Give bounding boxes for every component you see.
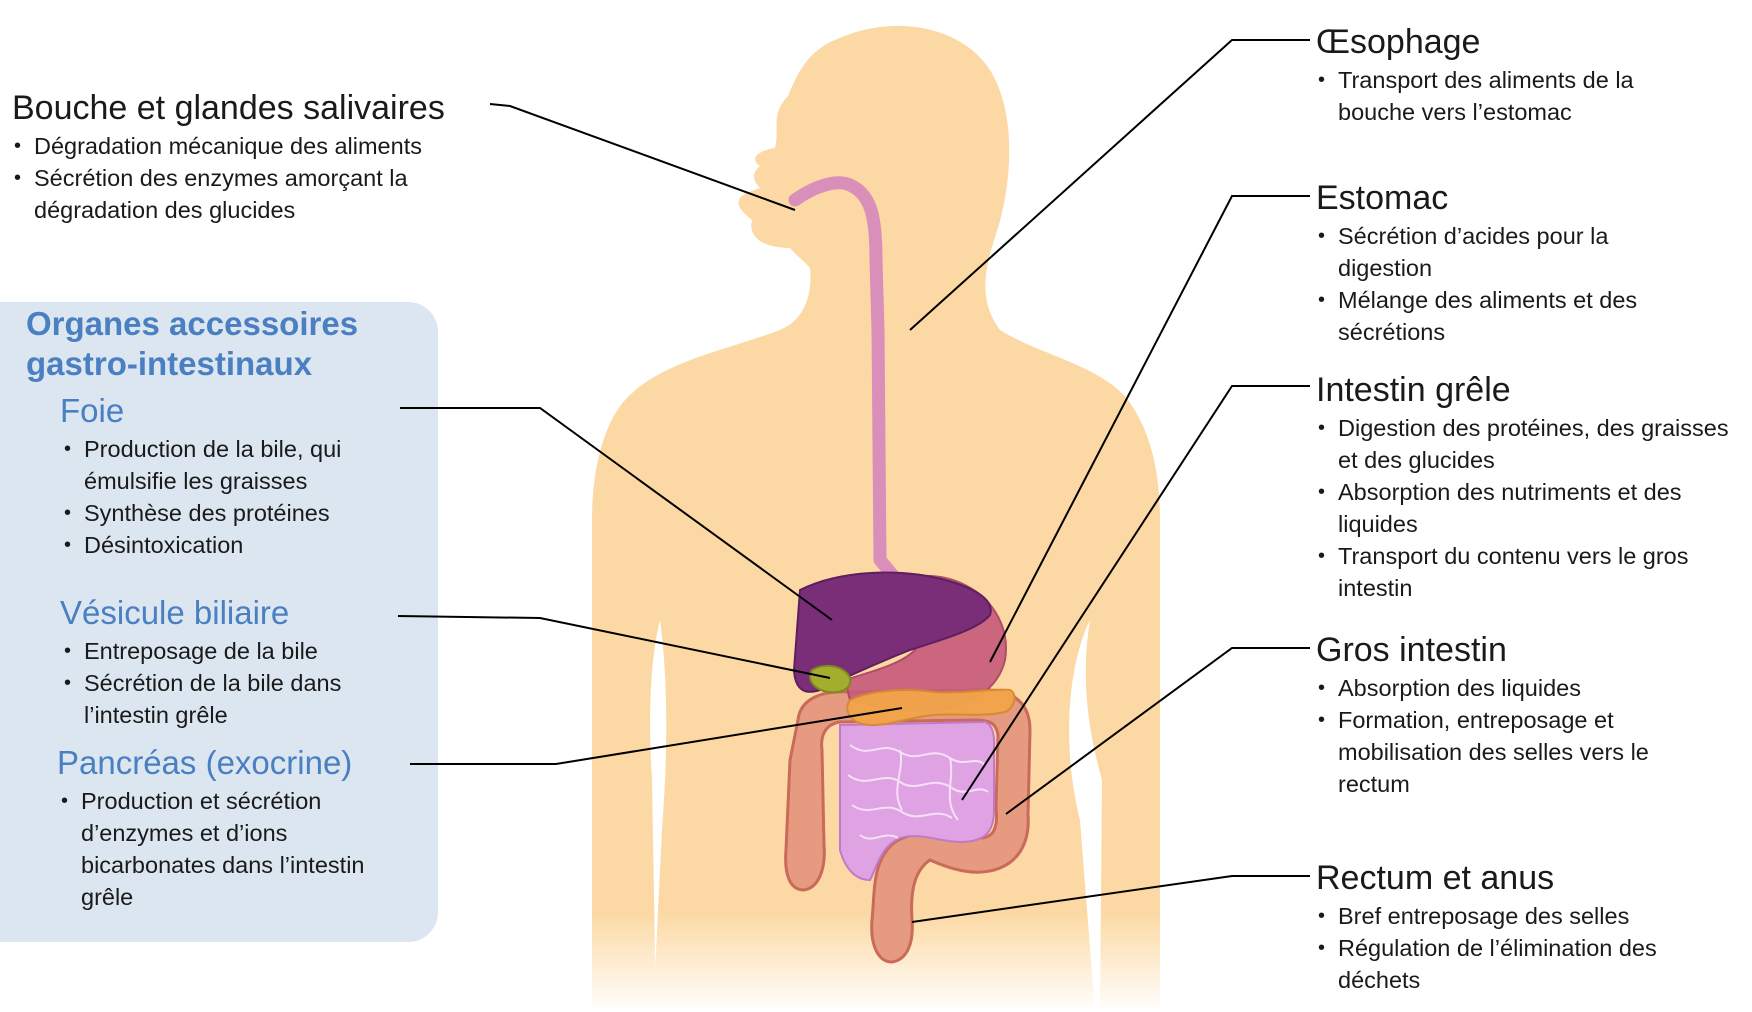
stomach-title: Estomac (1316, 178, 1736, 218)
large-intestine-title: Gros intestin (1316, 630, 1736, 670)
small-intestine-title: Intestin grêle (1316, 370, 1746, 410)
mouth-title: Bouche et glandes salivaires (12, 88, 482, 128)
list-item: Production et sécrétion d’enzymes et d’i… (59, 785, 399, 913)
accessory-heading-text: Organes accessoires gastro-intestinaux (26, 304, 426, 384)
esophagus-title: Œsophage (1316, 22, 1736, 62)
list-item: Sécrétion des enzymes amorçant la dégrad… (12, 162, 482, 226)
liver-bullets: Production de la bile, qui émulsifie les… (62, 433, 392, 561)
gallbladder-title: Vésicule biliaire (60, 593, 352, 633)
list-item: Synthèse des protéines (62, 497, 392, 529)
leader-line-mouth (490, 104, 795, 210)
liver-label-group: Foie Production de la bile, qui émulsifi… (60, 391, 392, 561)
list-item: Régulation de l’élimination des déchets (1316, 932, 1716, 996)
liver-title: Foie (60, 391, 392, 431)
list-item: Formation, entreposage et mobilisation d… (1316, 704, 1706, 800)
large-intestine-label-group: Gros intestin Absorption des liquides Fo… (1316, 630, 1736, 800)
small-intestine-label-group: Intestin grêle Digestion des protéines, … (1316, 370, 1746, 604)
rectum-bullets: Bref entreposage des selles Régulation d… (1316, 900, 1716, 996)
list-item: Digestion des protéines, des graisses et… (1316, 412, 1742, 476)
list-item: Production de la bile, qui émulsifie les… (62, 433, 392, 497)
large-intestine-bullets: Absorption des liquides Formation, entre… (1316, 672, 1706, 800)
pancreas-title: Pancréas (exocrine) (57, 743, 399, 783)
list-item: Sécrétion d’acides pour la digestion (1316, 220, 1696, 284)
small-intestine-bullets: Digestion des protéines, des graisses et… (1316, 412, 1742, 604)
list-item: Sécrétion de la bile dans l’intestin grê… (62, 667, 352, 731)
esophagus-label-group: Œsophage Transport des aliments de la bo… (1316, 22, 1736, 128)
list-item: Transport du contenu vers le gros intest… (1316, 540, 1742, 604)
list-item: Transport des aliments de la bouche vers… (1316, 64, 1696, 128)
list-item: Dégradation mécanique des aliments (12, 130, 482, 162)
list-item: Absorption des liquides (1316, 672, 1706, 704)
list-item: Entreposage de la bile (62, 635, 352, 667)
pancreas-label-group: Pancréas (exocrine) Production et sécrét… (57, 743, 399, 913)
list-item: Mélange des aliments et des sécrétions (1316, 284, 1696, 348)
mouth-bullets: Dégradation mécanique des aliments Sécré… (12, 130, 482, 226)
gallbladder-shape (810, 666, 850, 693)
pancreas-bullets: Production et sécrétion d’enzymes et d’i… (59, 785, 399, 913)
stomach-label-group: Estomac Sécrétion d’acides pour la diges… (1316, 178, 1736, 348)
list-item: Désintoxication (62, 529, 392, 561)
list-item: Bref entreposage des selles (1316, 900, 1716, 932)
gallbladder-label-group: Vésicule biliaire Entreposage de la bile… (60, 593, 352, 731)
rectum-label-group: Rectum et anus Bref entreposage des sell… (1316, 858, 1736, 996)
list-item: Absorption des nutriments et des liquide… (1316, 476, 1742, 540)
accessory-heading: Organes accessoires gastro-intestinaux (26, 304, 426, 384)
esophagus-bullets: Transport des aliments de la bouche vers… (1316, 64, 1696, 128)
mouth-label-group: Bouche et glandes salivaires Dégradation… (12, 88, 482, 226)
gallbladder-bullets: Entreposage de la bile Sécrétion de la b… (62, 635, 352, 731)
rectum-title: Rectum et anus (1316, 858, 1736, 898)
stomach-bullets: Sécrétion d’acides pour la digestion Mél… (1316, 220, 1696, 348)
